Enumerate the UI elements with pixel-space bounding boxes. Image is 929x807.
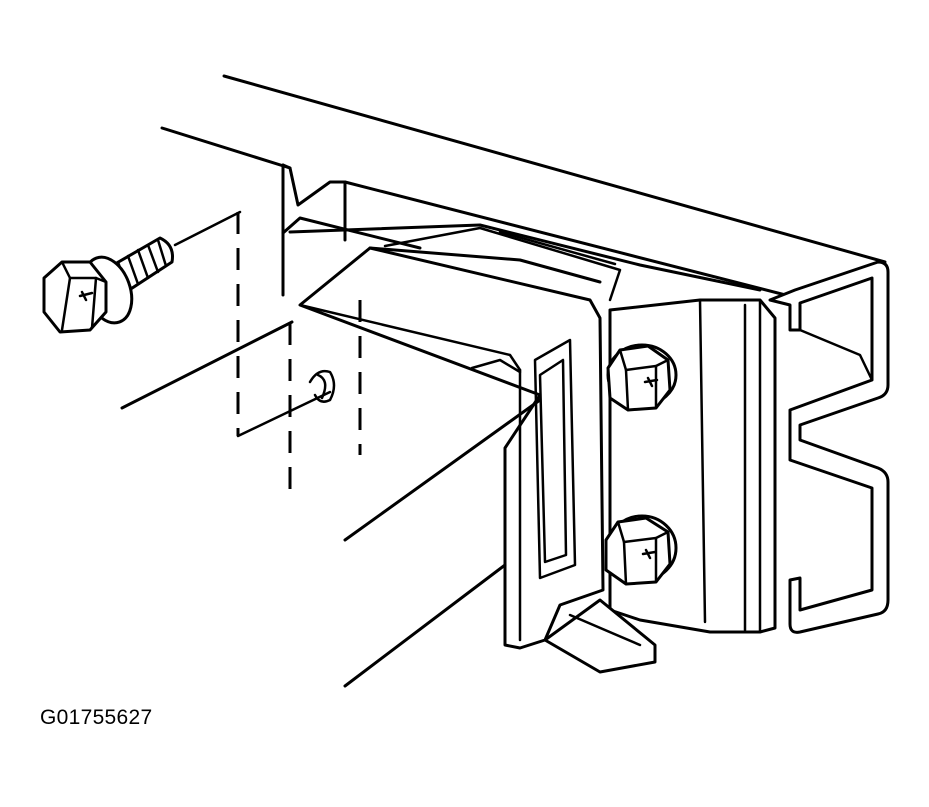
crossmember-body [120, 320, 542, 688]
figure-code: G01755627 [40, 706, 153, 729]
rail-end-profile [768, 260, 890, 634]
hex-flange-bolt-icon [42, 236, 174, 334]
phantom-alignment-lines [173, 210, 362, 500]
lower-tab [543, 598, 657, 674]
installed-bolt-lower-icon [604, 514, 678, 586]
rail-left-flange [281, 163, 422, 297]
crossmember-bracket [298, 246, 605, 650]
installed-bolt-upper-icon [606, 343, 678, 412]
frame-rail [160, 74, 887, 302]
crossmember-top [288, 223, 762, 302]
